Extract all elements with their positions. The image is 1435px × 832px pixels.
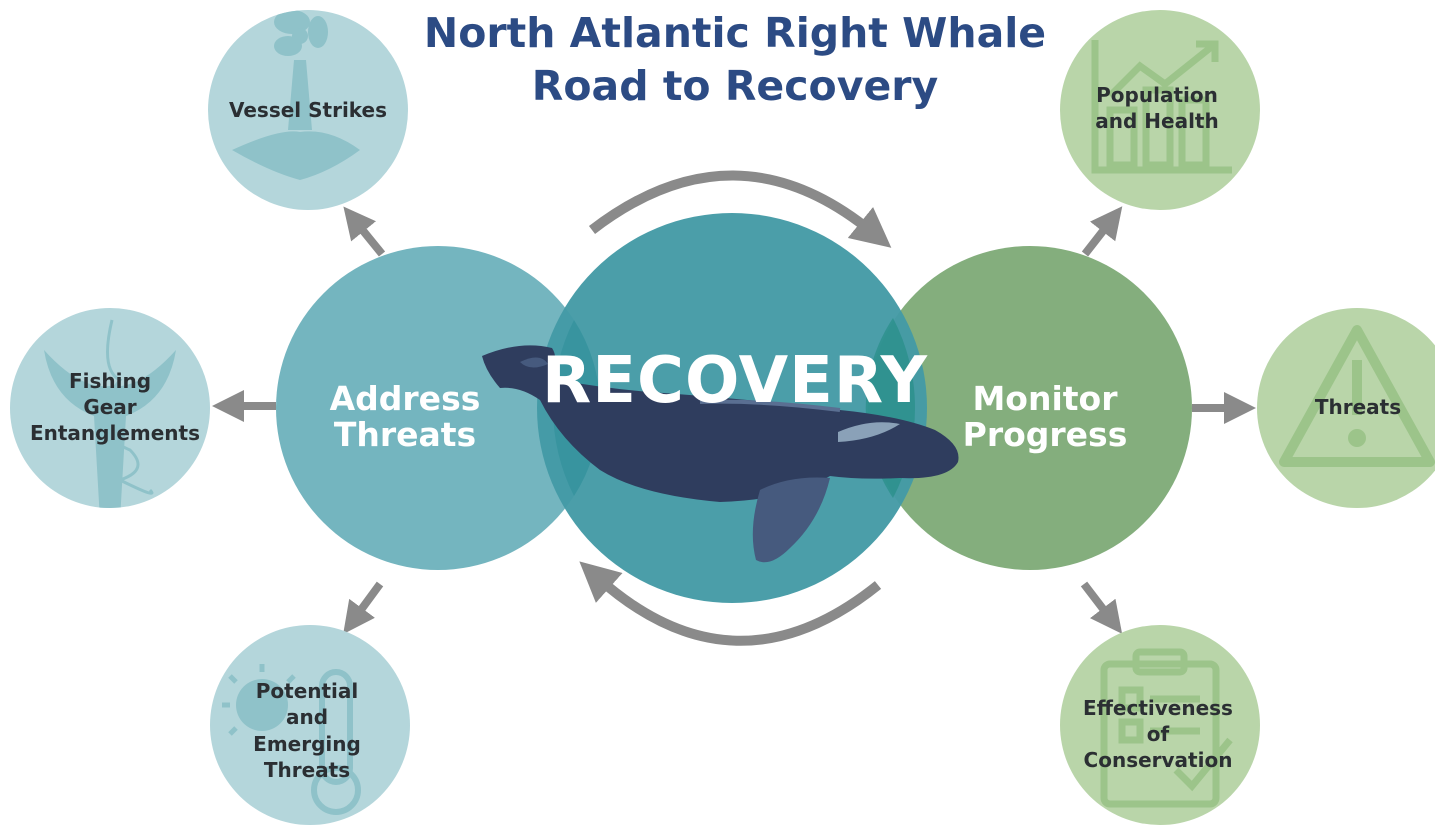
vessel-strikes-node: Vessel Strikes: [208, 10, 408, 210]
arrow-to-population: [1081, 206, 1123, 257]
address-label-line-2: Threats: [334, 415, 476, 454]
effectiveness-label-line-1: Effectiveness: [1083, 696, 1233, 720]
fishing-gear-node: Fishing Gear Entanglements: [10, 308, 210, 508]
arrow-to-emerging-threats: [343, 581, 384, 635]
bar-chart-trend-icon: [1091, 40, 1232, 174]
fishing-label-line-1: Fishing: [69, 369, 151, 393]
emerging-label-line-3: Emerging: [253, 732, 361, 756]
fishing-label-line-3: Entanglements: [30, 421, 200, 445]
emerging-label-line-4: Threats: [264, 758, 350, 782]
recovery-label: RECOVERY: [542, 344, 928, 418]
population-health-node: Population and Health: [1060, 10, 1260, 210]
threats-label: Threats: [1315, 395, 1401, 419]
effectiveness-node: Effectiveness of Conservation: [1060, 625, 1260, 825]
arrow-to-vessel-strikes: [343, 206, 386, 257]
fishing-label-line-2: Gear: [83, 395, 136, 419]
cycle-arrow-top: [588, 170, 892, 248]
clipboard-checklist-icon: [1100, 648, 1233, 808]
right-whale-illustration: [482, 345, 959, 563]
warning-triangle-icon: [1279, 325, 1435, 467]
address-threats-circle: [276, 246, 600, 570]
address-label-line-1: Address: [330, 379, 481, 418]
effectiveness-label-line-2: of: [1147, 722, 1170, 746]
monitor-label-line-1: Monitor: [972, 379, 1118, 418]
vessel-strikes-label: Vessel Strikes: [229, 98, 387, 122]
title-line-1: North Atlantic Right Whale: [424, 9, 1046, 57]
title-line-2: Road to Recovery: [532, 62, 938, 110]
population-label-line-1: Population: [1096, 83, 1218, 107]
propeller-tail-icon: [232, 10, 360, 180]
arrow-to-effectiveness: [1080, 581, 1123, 634]
emerging-label-line-2: and: [286, 705, 328, 729]
monitor-threats-node: Threats: [1257, 308, 1435, 508]
diagram-title: North Atlantic Right Whale Road to Recov…: [424, 9, 1046, 110]
cycle-arrow-bottom: [579, 561, 882, 646]
sun-thermometer-icon: [222, 664, 361, 815]
entangled-tail-icon: [44, 319, 176, 508]
monitor-label-line-2: Progress: [963, 415, 1128, 454]
population-label-line-2: and Health: [1095, 109, 1218, 133]
emerging-label-line-1: Potential: [256, 679, 359, 703]
monitor-progress-circle: [868, 246, 1192, 570]
effectiveness-label-line-3: Conservation: [1084, 748, 1233, 772]
emerging-threats-node: Potential and Emerging Threats: [210, 625, 410, 825]
